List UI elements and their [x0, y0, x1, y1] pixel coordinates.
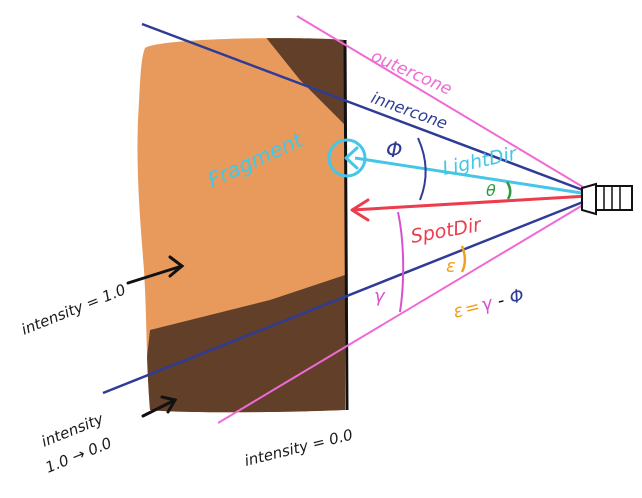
svg-text:ε=γ-Φ: ε=γ-Φ	[451, 285, 526, 323]
wall-edge	[343, 39, 349, 411]
fragment-marker	[327, 138, 367, 178]
inner-cone-lower-line	[102, 198, 589, 395]
epsilon-angle-arc	[460, 245, 467, 273]
light-dir-label: LightDir	[440, 143, 519, 180]
outer-cone-lower-line	[217, 201, 589, 424]
epsilon-formula: ε=γ-Φ	[451, 285, 526, 323]
spot-dir-arrowhead	[350, 198, 370, 222]
theta-angle-arc	[505, 181, 512, 200]
formula-equals: =	[463, 296, 483, 320]
theta-label: θ	[486, 181, 496, 200]
inner-cone-upper-line	[141, 22, 589, 194]
light-dir-vector	[354, 156, 589, 196]
formula-gamma: γ	[479, 293, 496, 316]
arrow-to-wall	[126, 255, 185, 285]
phi-label: Φ	[386, 138, 403, 162]
formula-minus: -	[495, 290, 506, 312]
wall-shadow-top	[260, 38, 345, 140]
formula-phi: Φ	[507, 285, 526, 309]
wall	[137, 38, 349, 413]
intensity-full-label: intensity = 1.0	[19, 280, 129, 338]
phi-angle-arc	[417, 137, 427, 201]
wall-shadow-bottom	[140, 275, 345, 413]
spot-dir-label: SpotDir	[409, 214, 484, 248]
gamma-angle-arc	[397, 211, 405, 313]
fragment-arrowhead	[344, 146, 359, 170]
arrow-to-falloff	[141, 395, 178, 418]
outer-cone-upper-line	[296, 15, 589, 191]
epsilon-label: ε	[446, 256, 456, 277]
intensity-zero-label: intensity = 0.0	[243, 426, 355, 470]
flashlight-icon	[581, 182, 633, 216]
gamma-label: γ	[374, 286, 386, 307]
spot-dir-vector	[351, 194, 589, 212]
